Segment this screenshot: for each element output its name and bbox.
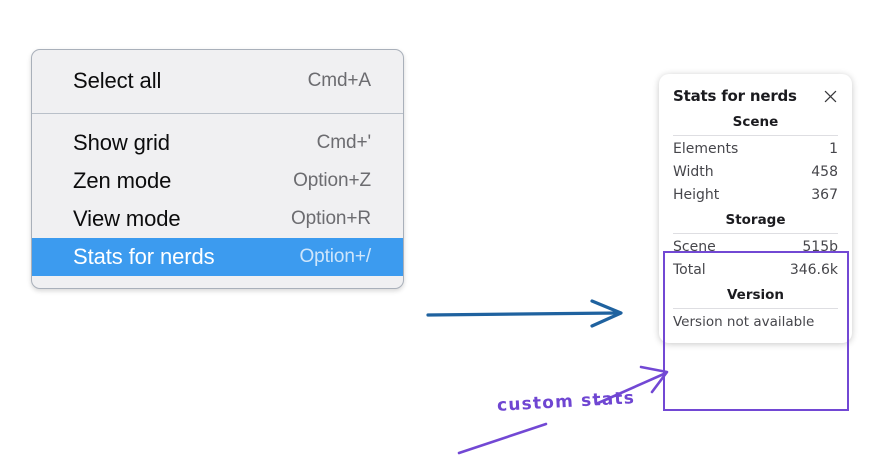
stats-row-key: Height	[673, 187, 720, 203]
stats-section-heading-scene: Scene	[732, 114, 779, 130]
context-menu[interactable]: Select all Cmd+A Show grid Cmd+' Zen mod…	[31, 49, 404, 289]
divider	[673, 233, 838, 234]
menu-item-shortcut: Cmd+'	[316, 132, 371, 153]
stats-row-value: 458	[811, 164, 838, 180]
divider	[673, 135, 838, 136]
stats-panel-body: Scene Elements 1 Width 458 Height 367 St…	[659, 109, 852, 331]
menu-item-stats-for-nerds[interactable]: Stats for nerds Option+/	[32, 238, 403, 276]
stats-row-key: Scene	[673, 239, 716, 255]
stats-section-heading-storage: Storage	[725, 212, 786, 228]
stats-row-storage-total: Total 346.6k	[673, 259, 838, 282]
stats-row-value: 1	[829, 141, 838, 157]
stats-row-value: 515b	[802, 239, 838, 255]
stats-row-height: Height 367	[673, 184, 838, 207]
menu-item-shortcut: Option+/	[299, 246, 371, 267]
stats-row-width: Width 458	[673, 161, 838, 184]
menu-item-label: Stats for nerds	[73, 244, 215, 269]
menu-item-label: Zen mode	[73, 168, 172, 193]
stats-row-storage-scene: Scene 515b	[673, 236, 838, 259]
stats-version-note: Version not available	[673, 314, 815, 330]
menu-item-label: Show grid	[73, 130, 170, 155]
stats-panel-header: Stats for nerds	[659, 74, 852, 109]
stats-row-key: Elements	[673, 141, 739, 157]
stats-row-value: 367	[811, 187, 838, 203]
stats-row-value: 346.6k	[789, 262, 838, 278]
menu-item-shortcut: Cmd+A	[307, 70, 371, 91]
menu-item-show-grid[interactable]: Show grid Cmd+'	[32, 124, 403, 162]
menu-divider	[32, 113, 403, 114]
stats-row-elements: Elements 1	[673, 138, 838, 161]
menu-item-shortcut: Option+Z	[293, 170, 371, 191]
blue-arrow-icon	[426, 299, 623, 328]
close-icon[interactable]	[821, 87, 839, 105]
annotation-label-custom-stats: custom stats	[496, 388, 636, 416]
purple-underline-stroke	[457, 422, 548, 455]
stats-panel-title: Stats for nerds	[673, 87, 797, 105]
menu-section-primary: Select all Cmd+A	[32, 50, 403, 113]
menu-item-shortcut: Option+R	[291, 208, 371, 229]
stats-row-key: Total	[673, 262, 706, 278]
menu-item-label: View mode	[73, 206, 181, 231]
stats-for-nerds-panel: Stats for nerds Scene Elements 1 Width 4…	[659, 74, 852, 343]
menu-item-label: Select all	[73, 68, 162, 93]
menu-item-select-all[interactable]: Select all Cmd+A	[32, 62, 403, 100]
menu-section-view: Show grid Cmd+' Zen mode Option+Z View m…	[32, 114, 403, 288]
menu-item-zen-mode[interactable]: Zen mode Option+Z	[32, 162, 403, 200]
menu-item-view-mode[interactable]: View mode Option+R	[32, 200, 403, 238]
divider	[673, 308, 838, 309]
stats-section-heading-version: Version	[726, 287, 785, 303]
stats-row-key: Width	[673, 164, 714, 180]
